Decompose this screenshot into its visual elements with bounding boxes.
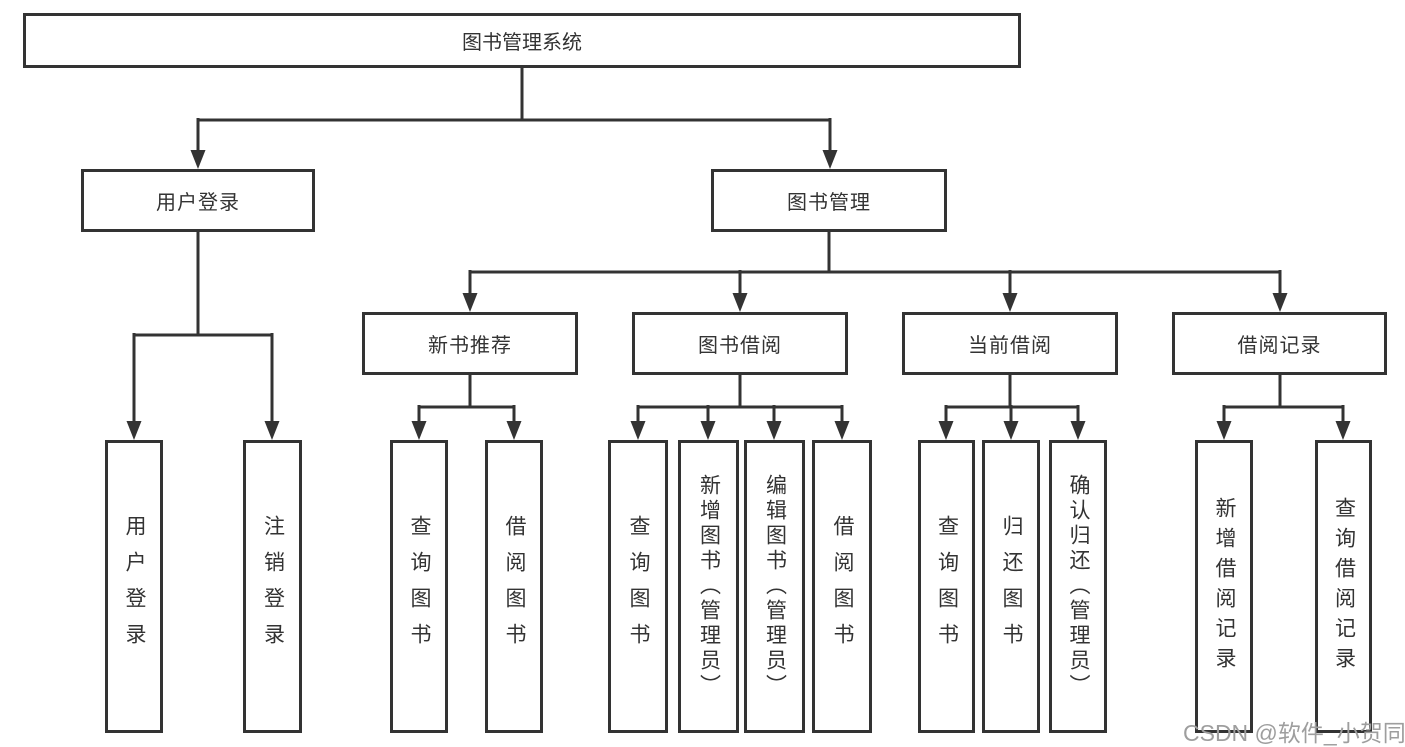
node-book-management: 图书管理	[711, 169, 947, 232]
leaf-edit-book-admin: 编辑图书（管理员）	[744, 440, 805, 733]
leaf-label: 查询借阅记录	[1332, 496, 1356, 677]
edge-new-book-recommend-to-leaves	[411, 375, 522, 440]
leaf-query-books-current: 查询图书	[918, 440, 975, 733]
edge-book-management-to-level3	[462, 232, 1288, 312]
node-library-management-system: 图书管理系统	[23, 13, 1021, 68]
leaf-logout: 注销登录	[243, 440, 302, 733]
leaf-user-login: 用户登录	[105, 440, 163, 733]
leaf-return-book: 归还图书	[982, 440, 1040, 733]
leaf-label: 新增图书（管理员）	[697, 474, 721, 699]
leaf-query-books-borrow: 查询图书	[608, 440, 668, 733]
leaf-label: 查询图书	[408, 514, 431, 659]
leaf-add-book-admin: 新增图书（管理员）	[678, 440, 739, 733]
edge-book-borrow-to-leaves	[630, 375, 850, 440]
node-new-book-recommend: 新书推荐	[362, 312, 578, 375]
leaf-label: 查询图书	[935, 514, 959, 659]
edge-borrow-records-to-leaves	[1216, 375, 1351, 440]
leaf-query-borrow-record: 查询借阅记录	[1315, 440, 1372, 733]
leaf-label: 借阅图书	[503, 514, 526, 659]
leaf-confirm-return-admin: 确认归还（管理员）	[1049, 440, 1107, 733]
leaf-label: 查询图书	[627, 514, 650, 659]
edge-root-to-level2	[190, 68, 838, 169]
leaf-label: 归还图书	[1000, 514, 1023, 659]
node-borrow-records: 借阅记录	[1172, 312, 1387, 375]
leaf-label: 用户登录	[123, 514, 146, 659]
edge-user-login-to-leaves	[126, 232, 280, 440]
node-current-borrow: 当前借阅	[902, 312, 1118, 375]
csdn-watermark: CSDN @软件_小贺同学	[1183, 720, 1405, 746]
leaf-label: 编辑图书（管理员）	[763, 474, 787, 699]
leaf-add-borrow-record: 新增借阅记录	[1195, 440, 1253, 733]
leaf-label: 注销登录	[261, 514, 285, 659]
edge-current-borrow-to-leaves	[938, 375, 1086, 440]
leaf-borrow-book: 借阅图书	[812, 440, 872, 733]
leaf-label: 借阅图书	[831, 514, 854, 659]
node-user-login: 用户登录	[81, 169, 315, 232]
node-book-borrow: 图书借阅	[632, 312, 848, 375]
leaf-borrow-books-recommend: 借阅图书	[485, 440, 543, 733]
leaf-query-books-recommend: 查询图书	[390, 440, 448, 733]
leaf-label: 新增借阅记录	[1213, 496, 1236, 677]
leaf-label: 确认归还（管理员）	[1067, 474, 1090, 699]
